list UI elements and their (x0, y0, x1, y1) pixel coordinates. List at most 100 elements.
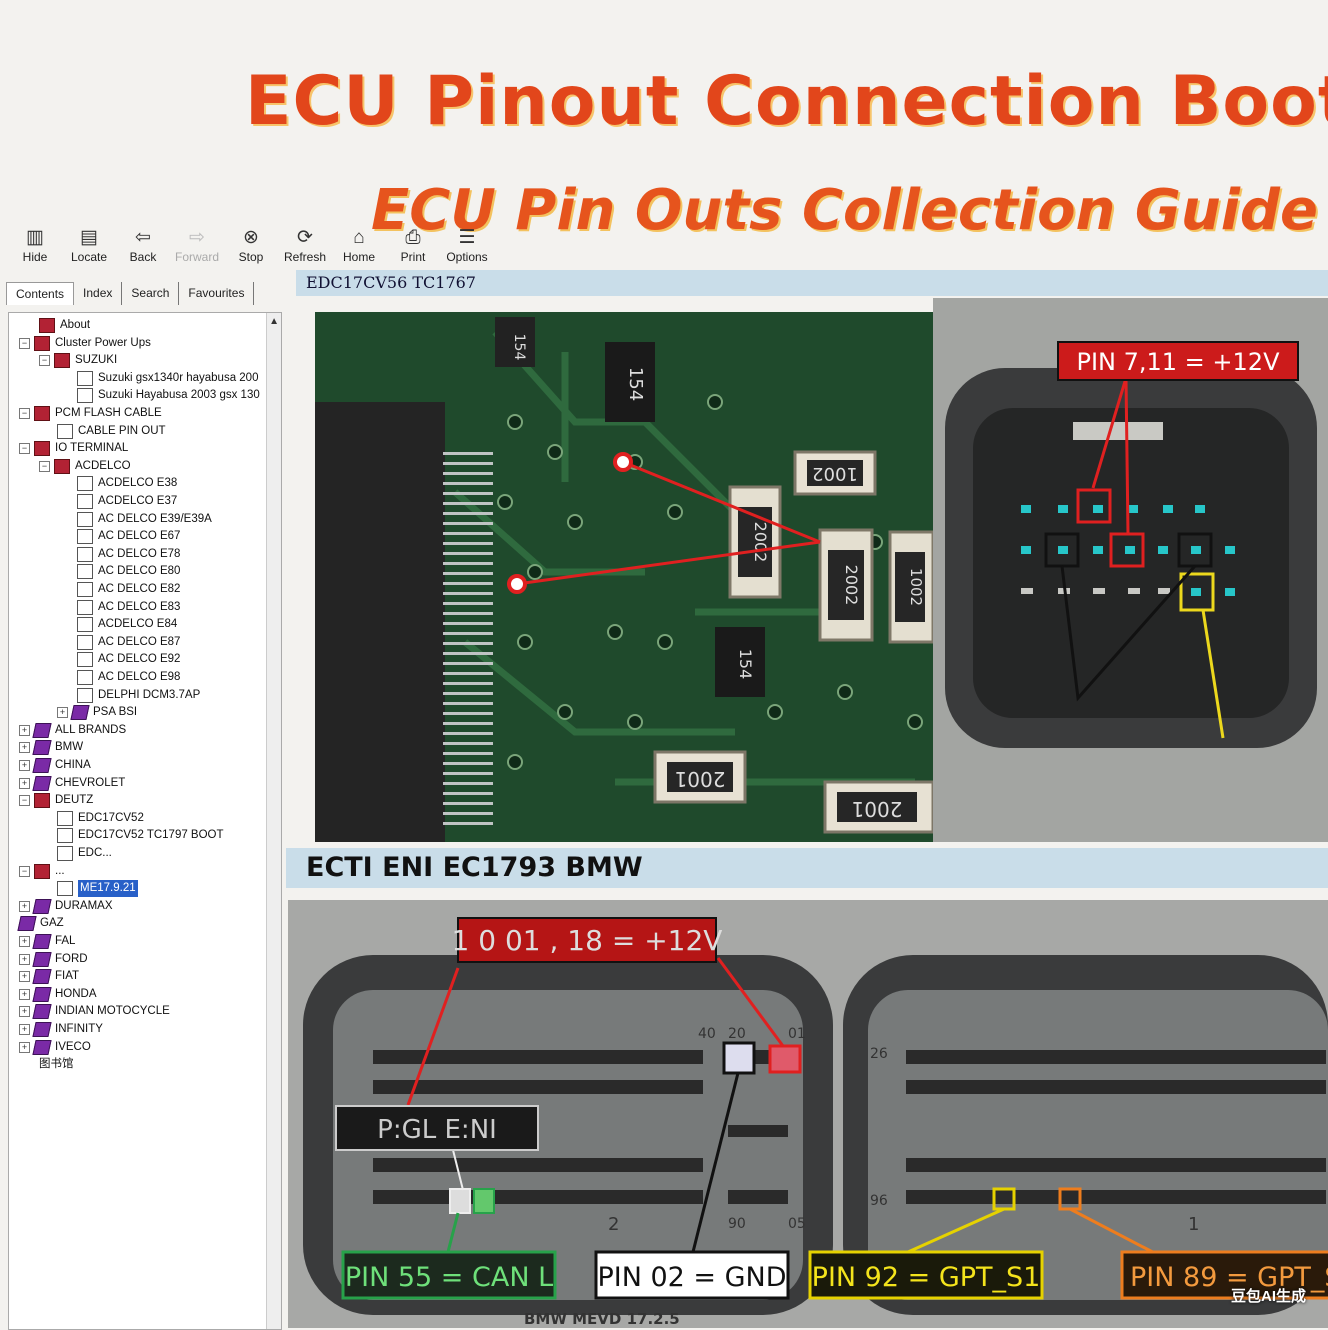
tree-scrollbar[interactable]: ▲ (266, 313, 281, 1329)
expand-icon[interactable]: + (19, 724, 30, 736)
tree-item[interactable]: Suzuki Hayabusa 2003 gsx 130 (77, 387, 260, 404)
tree-item[interactable]: −DEUTZ (19, 792, 93, 809)
options-button[interactable]: ☰Options (446, 227, 488, 264)
tree-item[interactable]: −IO TERMINAL (19, 440, 128, 457)
expand-icon[interactable]: + (19, 988, 30, 1000)
book-icon (17, 916, 37, 932)
refresh-button[interactable]: ⟳Refresh (283, 227, 327, 264)
tree-item[interactable]: DELPHI DCM3.7AP (77, 687, 200, 704)
expand-icon[interactable]: + (19, 953, 30, 965)
tree-item[interactable]: About (39, 317, 90, 334)
page-icon (77, 670, 93, 685)
tree-item[interactable]: +FIAT (19, 968, 79, 985)
tree-item[interactable]: +PSA BSI (57, 704, 137, 721)
tree-item[interactable]: AC DELCO E98 (77, 669, 180, 686)
tree-item[interactable]: −Cluster Power Ups (19, 335, 151, 352)
pcb-label: 1002 (812, 463, 858, 484)
tree-item[interactable]: 图书馆 (39, 1056, 74, 1073)
expand-icon[interactable]: + (19, 971, 30, 983)
tree-item-label: Suzuki gsx1340r hayabusa 200 (98, 371, 259, 384)
tree-item-label: INDIAN MOTOCYCLE (55, 1005, 170, 1018)
tree-item-label: ACDELCO E84 (98, 618, 178, 631)
expand-icon[interactable]: + (19, 742, 30, 754)
tree-item[interactable]: +FAL (19, 933, 75, 950)
tree-item[interactable]: GAZ (17, 915, 64, 932)
tree-item[interactable]: +DURAMAX (19, 898, 113, 915)
probe-point (507, 574, 527, 594)
locate-button[interactable]: ▤Locate (70, 227, 108, 264)
collapse-icon[interactable]: − (39, 460, 50, 472)
tab-contents[interactable]: Contents (6, 282, 75, 305)
tree-item-label: AC DELCO E67 (98, 530, 181, 543)
tree-item[interactable]: + INDIAN MOTOCYCLE (19, 1003, 170, 1020)
page-icon (77, 370, 93, 386)
tree-item[interactable]: +HONDA (19, 986, 97, 1003)
tab-search[interactable]: Search (122, 282, 180, 305)
expand-icon[interactable]: + (19, 936, 30, 947)
tree-item[interactable]: CABLE PIN OUT (57, 423, 166, 440)
tree-item-label: AC DELCO E39/E39A (98, 512, 212, 525)
tree-item[interactable]: + CHEVROLET (19, 775, 125, 792)
tree-item[interactable]: +FORD (19, 951, 88, 968)
tree-item[interactable]: AC DELCO E80 (77, 563, 180, 580)
tree-item-label: ACDELCO (75, 459, 131, 472)
collapse-icon[interactable]: − (19, 443, 30, 455)
forward-button[interactable]: ⇨Forward (174, 227, 219, 264)
back-button[interactable]: ⇦Back (129, 227, 157, 264)
tab-index[interactable]: Index (74, 282, 123, 305)
collapse-icon[interactable]: − (19, 865, 30, 877)
expand-icon[interactable]: + (57, 707, 68, 719)
tree-item[interactable]: +INFINITY (19, 1021, 103, 1038)
stop-button[interactable]: ⊗Stop (238, 227, 264, 264)
tree-item[interactable]: − PCM FLASH CABLE (19, 405, 162, 422)
collapse-icon[interactable]: − (19, 408, 30, 419)
tree-item[interactable]: −... (19, 863, 65, 880)
book-icon (54, 458, 70, 474)
print-button[interactable]: ⎙Print (400, 227, 426, 264)
tree-item[interactable]: AC DELCO E82 (77, 581, 180, 598)
tree-item[interactable]: AC DELCO E78 (77, 546, 180, 563)
scroll-up-icon[interactable]: ▲ (269, 316, 279, 327)
tree-item[interactable]: AC DELCO E87 (77, 634, 180, 651)
pcb-label: 1002 (907, 568, 925, 606)
print-icon: ⎙ (405, 227, 421, 248)
hide-button[interactable]: ▥Hide (22, 227, 48, 264)
expand-icon[interactable]: + (19, 1024, 30, 1035)
tree-item[interactable]: +ALL BRANDS (19, 722, 126, 739)
tree-item[interactable]: ME17.9.21 (57, 880, 138, 898)
connector-footer: BMW MEVD 17.2.5 (524, 1310, 680, 1328)
tree-item[interactable]: − ACDELCO (39, 458, 131, 475)
expand-icon[interactable]: + (19, 760, 30, 771)
tree-item[interactable]: −SUZUKI (39, 352, 117, 369)
expand-icon[interactable]: + (19, 900, 30, 912)
book-icon (32, 775, 52, 791)
home-button[interactable]: ⌂Home (342, 227, 375, 264)
expand-icon[interactable]: + (19, 1006, 30, 1018)
tree-item[interactable]: AC DELCO E92 (77, 651, 180, 668)
tree-item[interactable]: ACDELCO E38 (77, 475, 177, 492)
tree-item[interactable]: ACDELCO E84 (77, 616, 177, 633)
tree-item[interactable]: AC DELCO E83 (77, 599, 180, 616)
tree-item[interactable]: AC DELCO E39/E39A (77, 511, 212, 528)
tree-item[interactable]: EDC17CV52 (57, 810, 144, 827)
tree-item[interactable]: EDC... (57, 845, 112, 862)
tree-item[interactable]: EDC17CV52 TC1797 BOOT (57, 827, 224, 844)
tree-item[interactable]: Suzuki gsx1340r hayabusa 200 (77, 370, 258, 387)
page-icon (77, 652, 93, 668)
tree-item-label: AC DELCO E83 (98, 600, 181, 613)
tree-item[interactable]: +IVECO (19, 1039, 91, 1056)
expand-icon[interactable]: + (19, 1041, 30, 1053)
expand-icon[interactable]: + (19, 777, 30, 789)
tree-item-label: CHEVROLET (55, 776, 126, 789)
book-icon (32, 1039, 52, 1055)
collapse-icon[interactable]: − (39, 355, 50, 367)
tree-item[interactable]: +BMW (19, 739, 83, 756)
tree-item[interactable]: ACDELCO E37 (77, 493, 177, 510)
pin-label-can-l: PIN 55 = CAN L (345, 1262, 553, 1293)
tab-favourites[interactable]: Favourites (179, 282, 255, 305)
collapse-icon[interactable]: − (19, 337, 30, 349)
tree-item[interactable]: +CHINA (19, 757, 91, 774)
tree-item[interactable]: AC DELCO E67 (77, 528, 180, 545)
collapse-icon[interactable]: − (19, 795, 30, 807)
tree-item-label: PCM FLASH CABLE (55, 407, 162, 419)
